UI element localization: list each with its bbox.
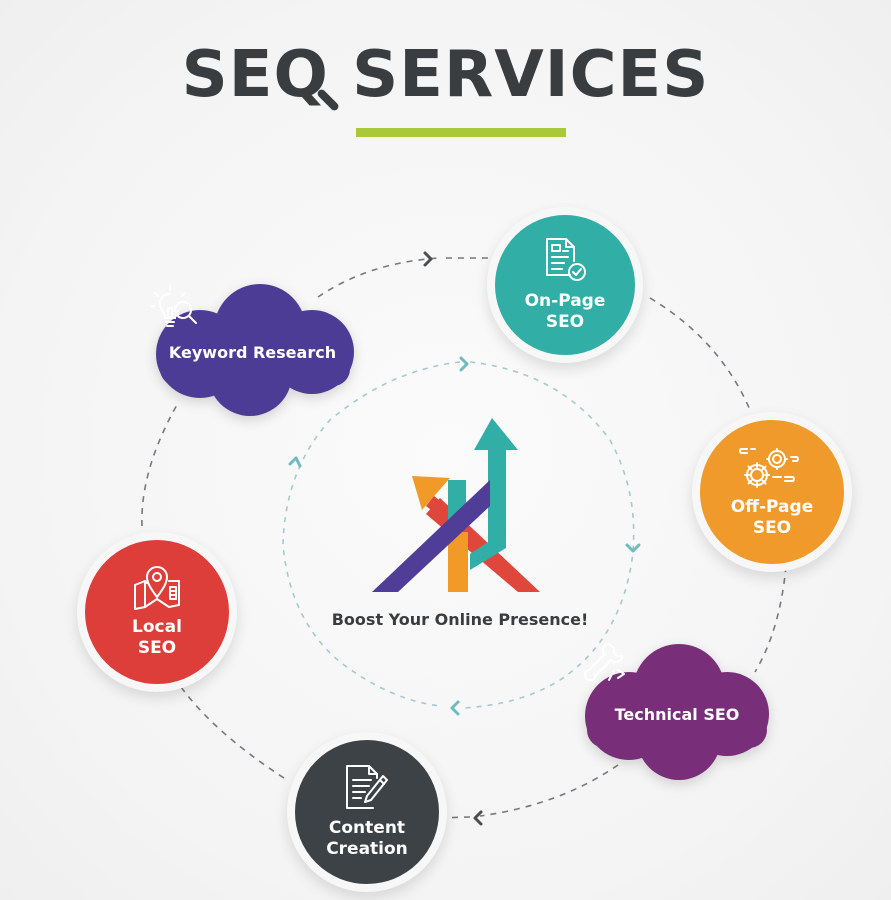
arrow-left-icon xyxy=(473,810,483,826)
service-content-creation[interactable]: Content Creation xyxy=(287,732,447,892)
cloud-shape xyxy=(585,644,769,780)
title-text-se: SE xyxy=(181,38,274,112)
arrow-down-icon xyxy=(625,543,641,553)
gears-icon xyxy=(739,448,799,488)
service-technical-seo[interactable]: Technical SEO xyxy=(581,640,773,782)
service-label: Off-Page SEO xyxy=(730,497,814,538)
page-title: SEQ SERVICES xyxy=(0,38,891,113)
cloud-shape xyxy=(156,284,354,416)
service-keyword-research[interactable]: Keyword Research xyxy=(150,282,355,417)
title-q-magnifier: Q xyxy=(273,40,340,113)
arrow-right-icon xyxy=(423,251,433,267)
outer-arrowheads xyxy=(423,251,483,826)
service-local-seo[interactable]: Local SEO xyxy=(77,532,237,692)
inner-arrowheads xyxy=(288,356,641,716)
lightbulb-search-icon xyxy=(150,285,197,327)
service-off-page-seo[interactable]: Off-Page SEO xyxy=(692,412,852,572)
title-underline xyxy=(356,128,566,137)
wrench-code-icon xyxy=(584,643,625,681)
document-pen-icon xyxy=(346,765,388,809)
service-label: Local SEO xyxy=(132,617,182,658)
title-text-services: SERVICES xyxy=(328,38,710,112)
service-label: On-Page SEO xyxy=(524,291,606,332)
outer-dashed-ring xyxy=(141,257,787,819)
service-label: Technical SEO xyxy=(614,704,740,724)
growth-arrows-icon xyxy=(372,418,540,592)
map-pin-icon xyxy=(134,566,180,610)
inner-dashed-ring xyxy=(282,361,635,709)
arrow-left-icon xyxy=(450,700,460,716)
service-on-page-seo[interactable]: On-Page SEO xyxy=(487,207,643,363)
service-label: Content Creation xyxy=(326,818,408,859)
service-label: Keyword Research xyxy=(168,343,337,362)
arrow-right-icon xyxy=(459,356,469,372)
document-check-icon xyxy=(546,238,586,281)
center-tagline: Boost Your Online Presence! xyxy=(331,610,589,629)
arrow-up-icon xyxy=(288,456,302,468)
